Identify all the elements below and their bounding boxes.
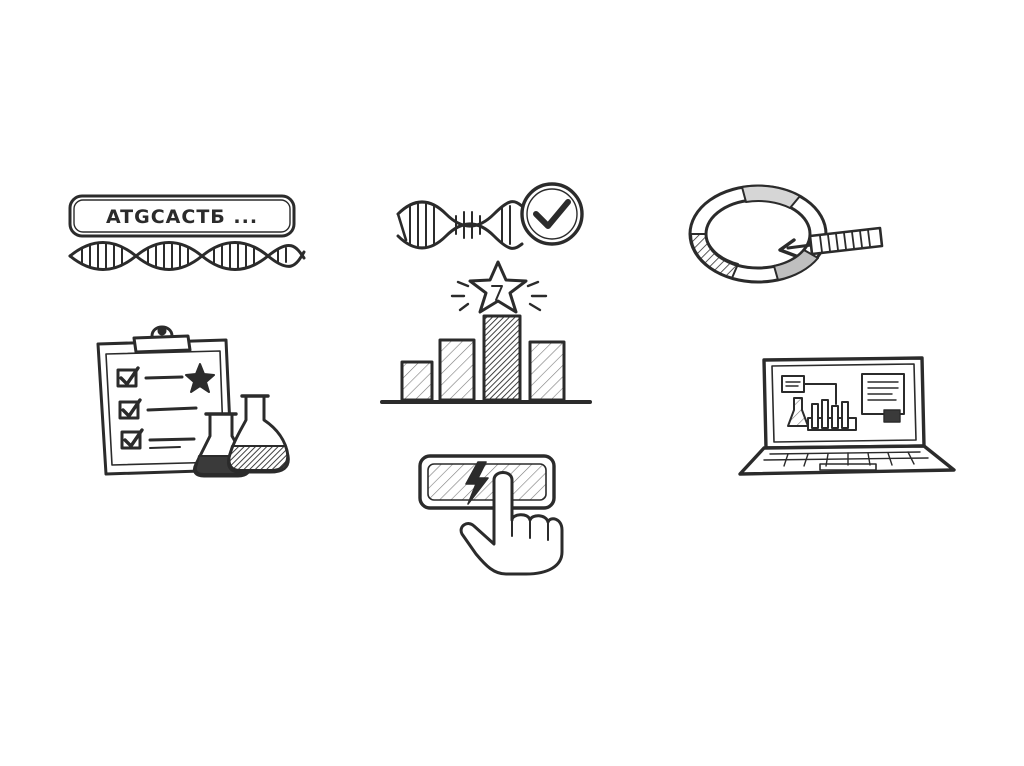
star-burst (450, 260, 548, 314)
plasmid-insertion-icon (688, 184, 884, 284)
press-button-icon (418, 454, 564, 576)
power-button (418, 454, 556, 510)
dna-sequence-icon: ATGCACTБ ... (68, 194, 306, 271)
bar-2 (438, 338, 476, 402)
laptop-screen (762, 356, 926, 450)
sequence-text: ATGCACTБ ... (106, 206, 258, 228)
check-circle-icon (520, 182, 584, 246)
dna-helix-short (396, 200, 524, 250)
dna-helix-strand (68, 241, 306, 271)
bar-group (380, 314, 592, 404)
dna-verified-icon (396, 182, 584, 250)
sequence-label-box (68, 194, 296, 238)
laptop-keyboard (738, 444, 956, 476)
laptop-analysis-icon (738, 356, 956, 476)
star-icon (185, 363, 215, 393)
insert-arrow-icon (778, 226, 884, 258)
lightning-bolt-icon (465, 461, 489, 505)
bottle-icon (226, 394, 290, 474)
ranked-bar-chart-icon (380, 260, 592, 404)
bar-1 (400, 360, 434, 402)
lab-checklist-icon (96, 325, 290, 478)
bar-4 (528, 340, 566, 402)
bar-3 (482, 314, 522, 402)
plasmid-ring (688, 184, 828, 284)
checklist-items (116, 366, 198, 450)
